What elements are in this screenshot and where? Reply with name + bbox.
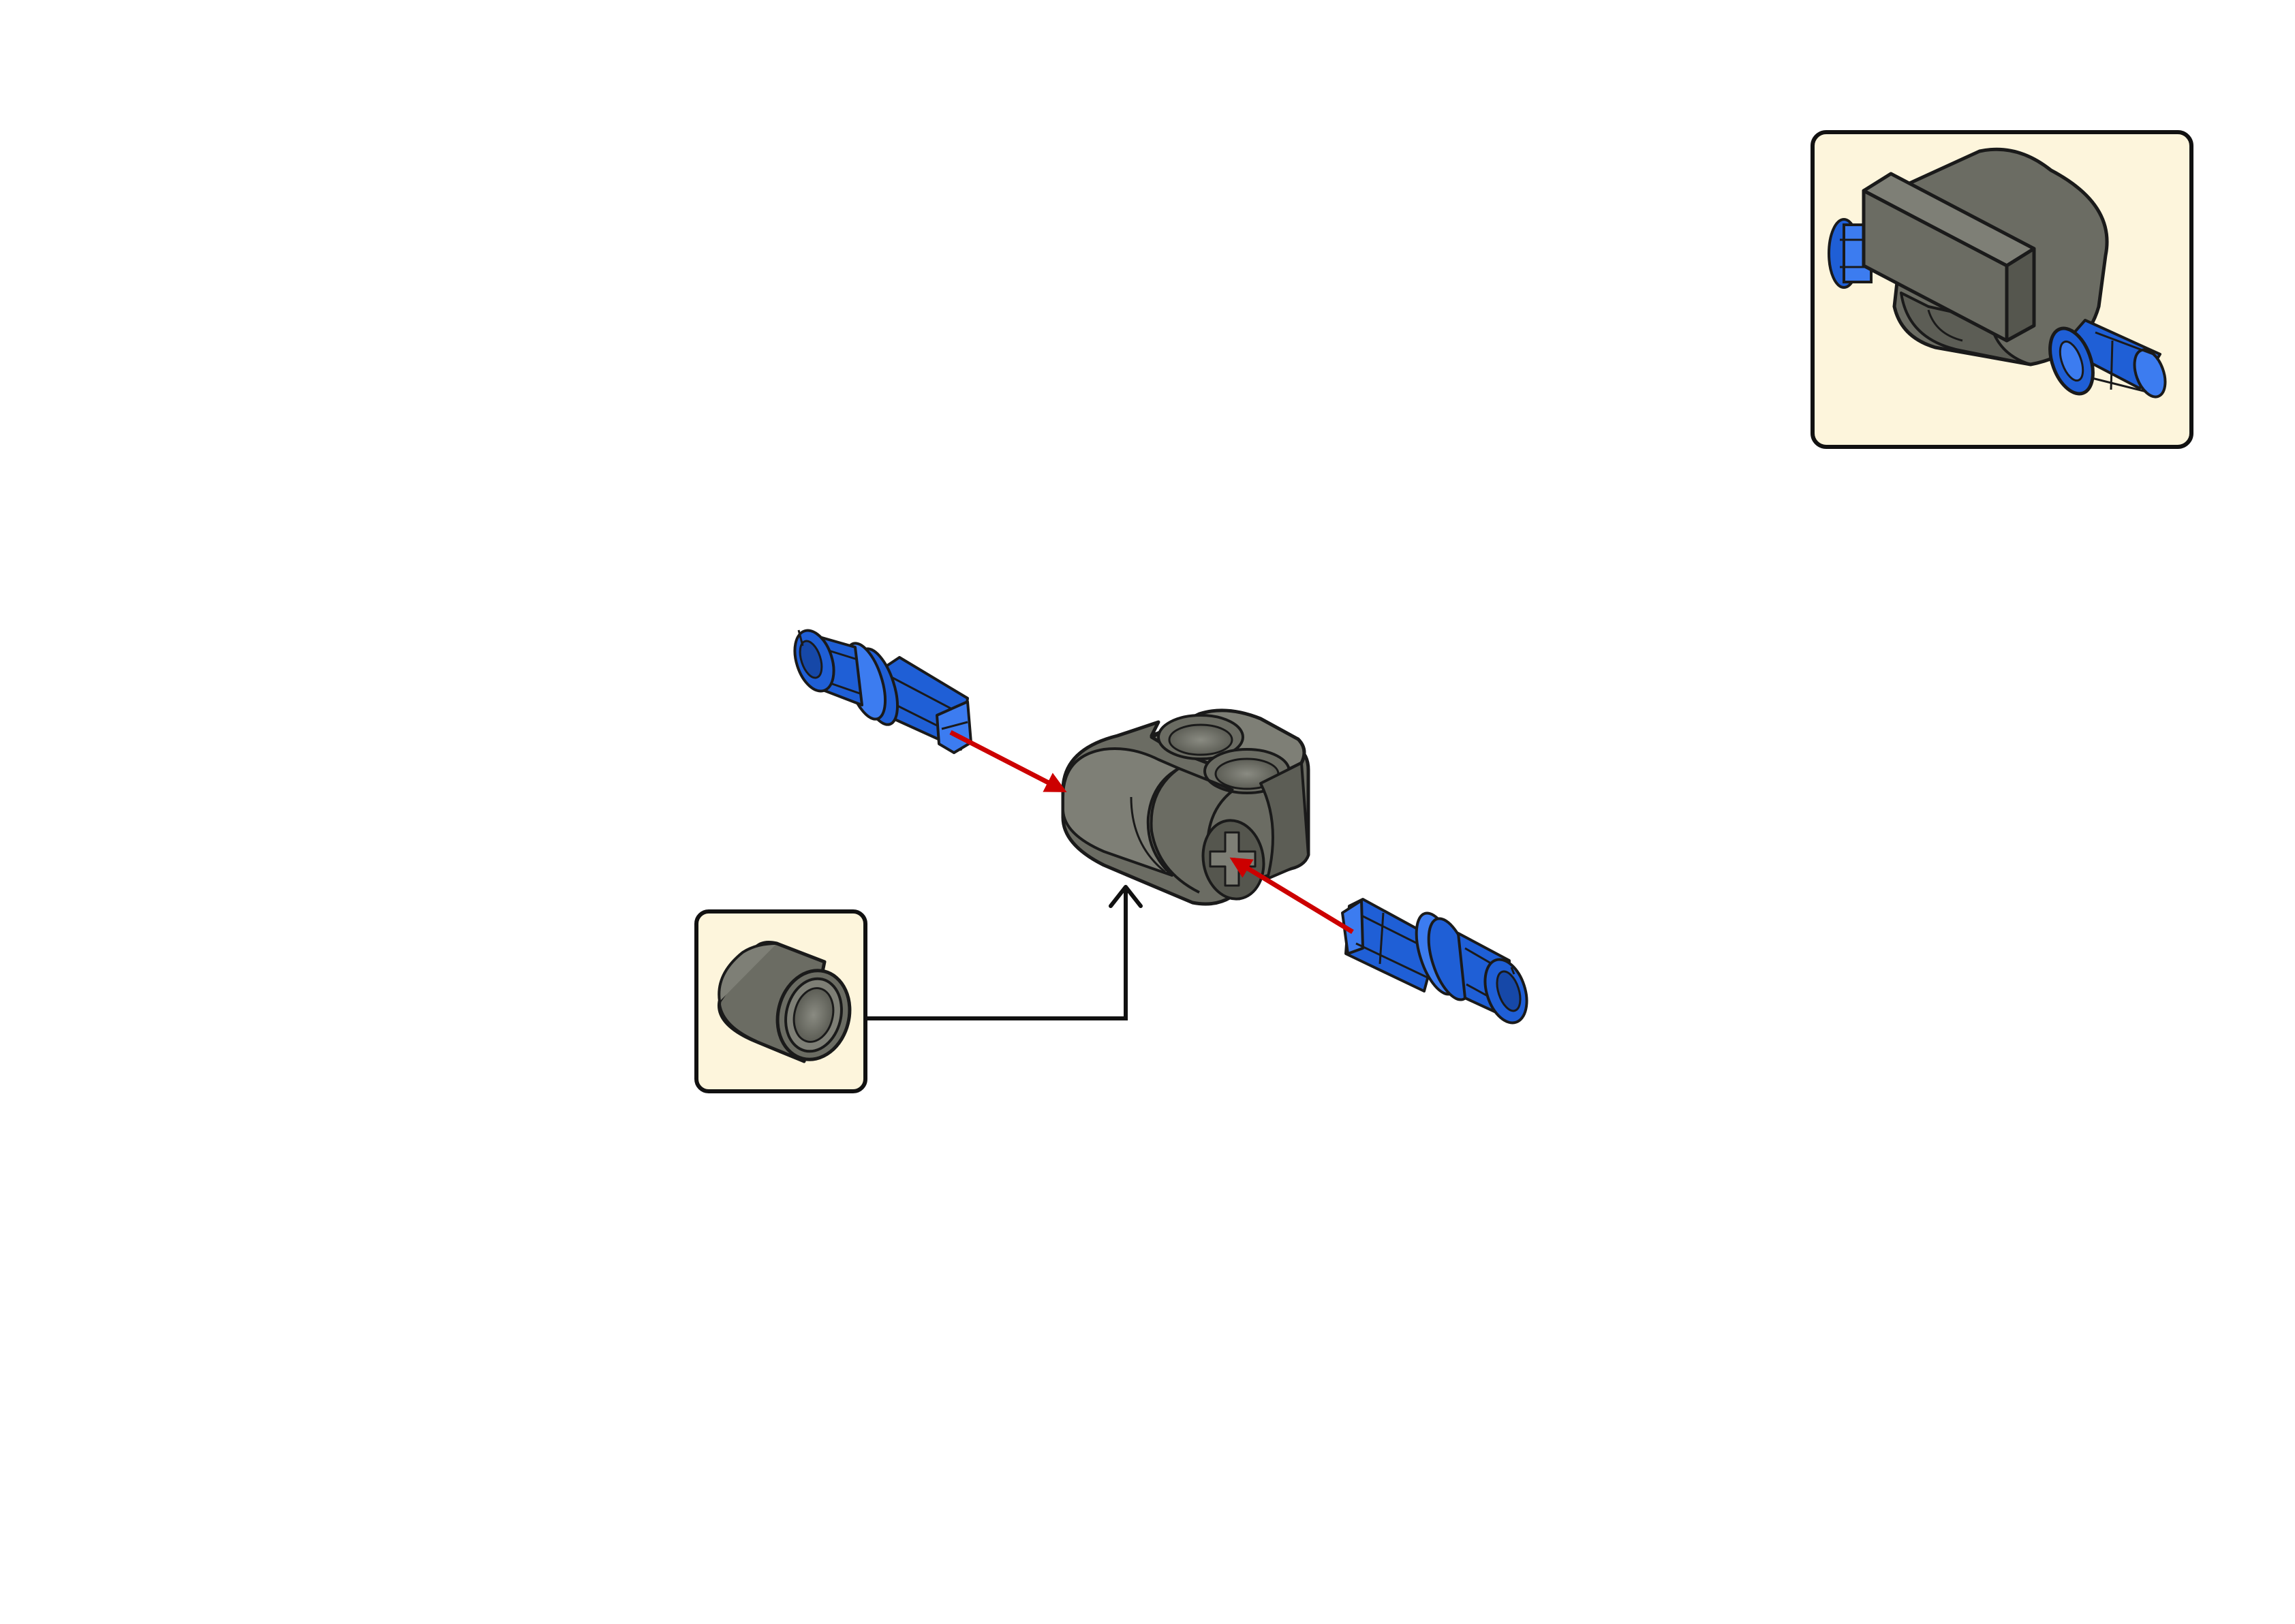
bushing-callout [694, 909, 867, 1093]
bushing-icon [717, 941, 852, 1063]
insert-arrow-upper-left [949, 730, 1067, 793]
connector-block-icon [1061, 708, 1310, 906]
result-callout [1811, 130, 2193, 449]
result-assembly-icon [1828, 147, 2167, 399]
bushing-pointer-arrow [865, 885, 1143, 1020]
insert-arrow-lower-right [1229, 857, 1354, 934]
upper-left-pin-icon [793, 629, 972, 754]
result-right-pin-icon [2048, 319, 2167, 399]
lower-right-pin-icon [1341, 898, 1528, 1025]
